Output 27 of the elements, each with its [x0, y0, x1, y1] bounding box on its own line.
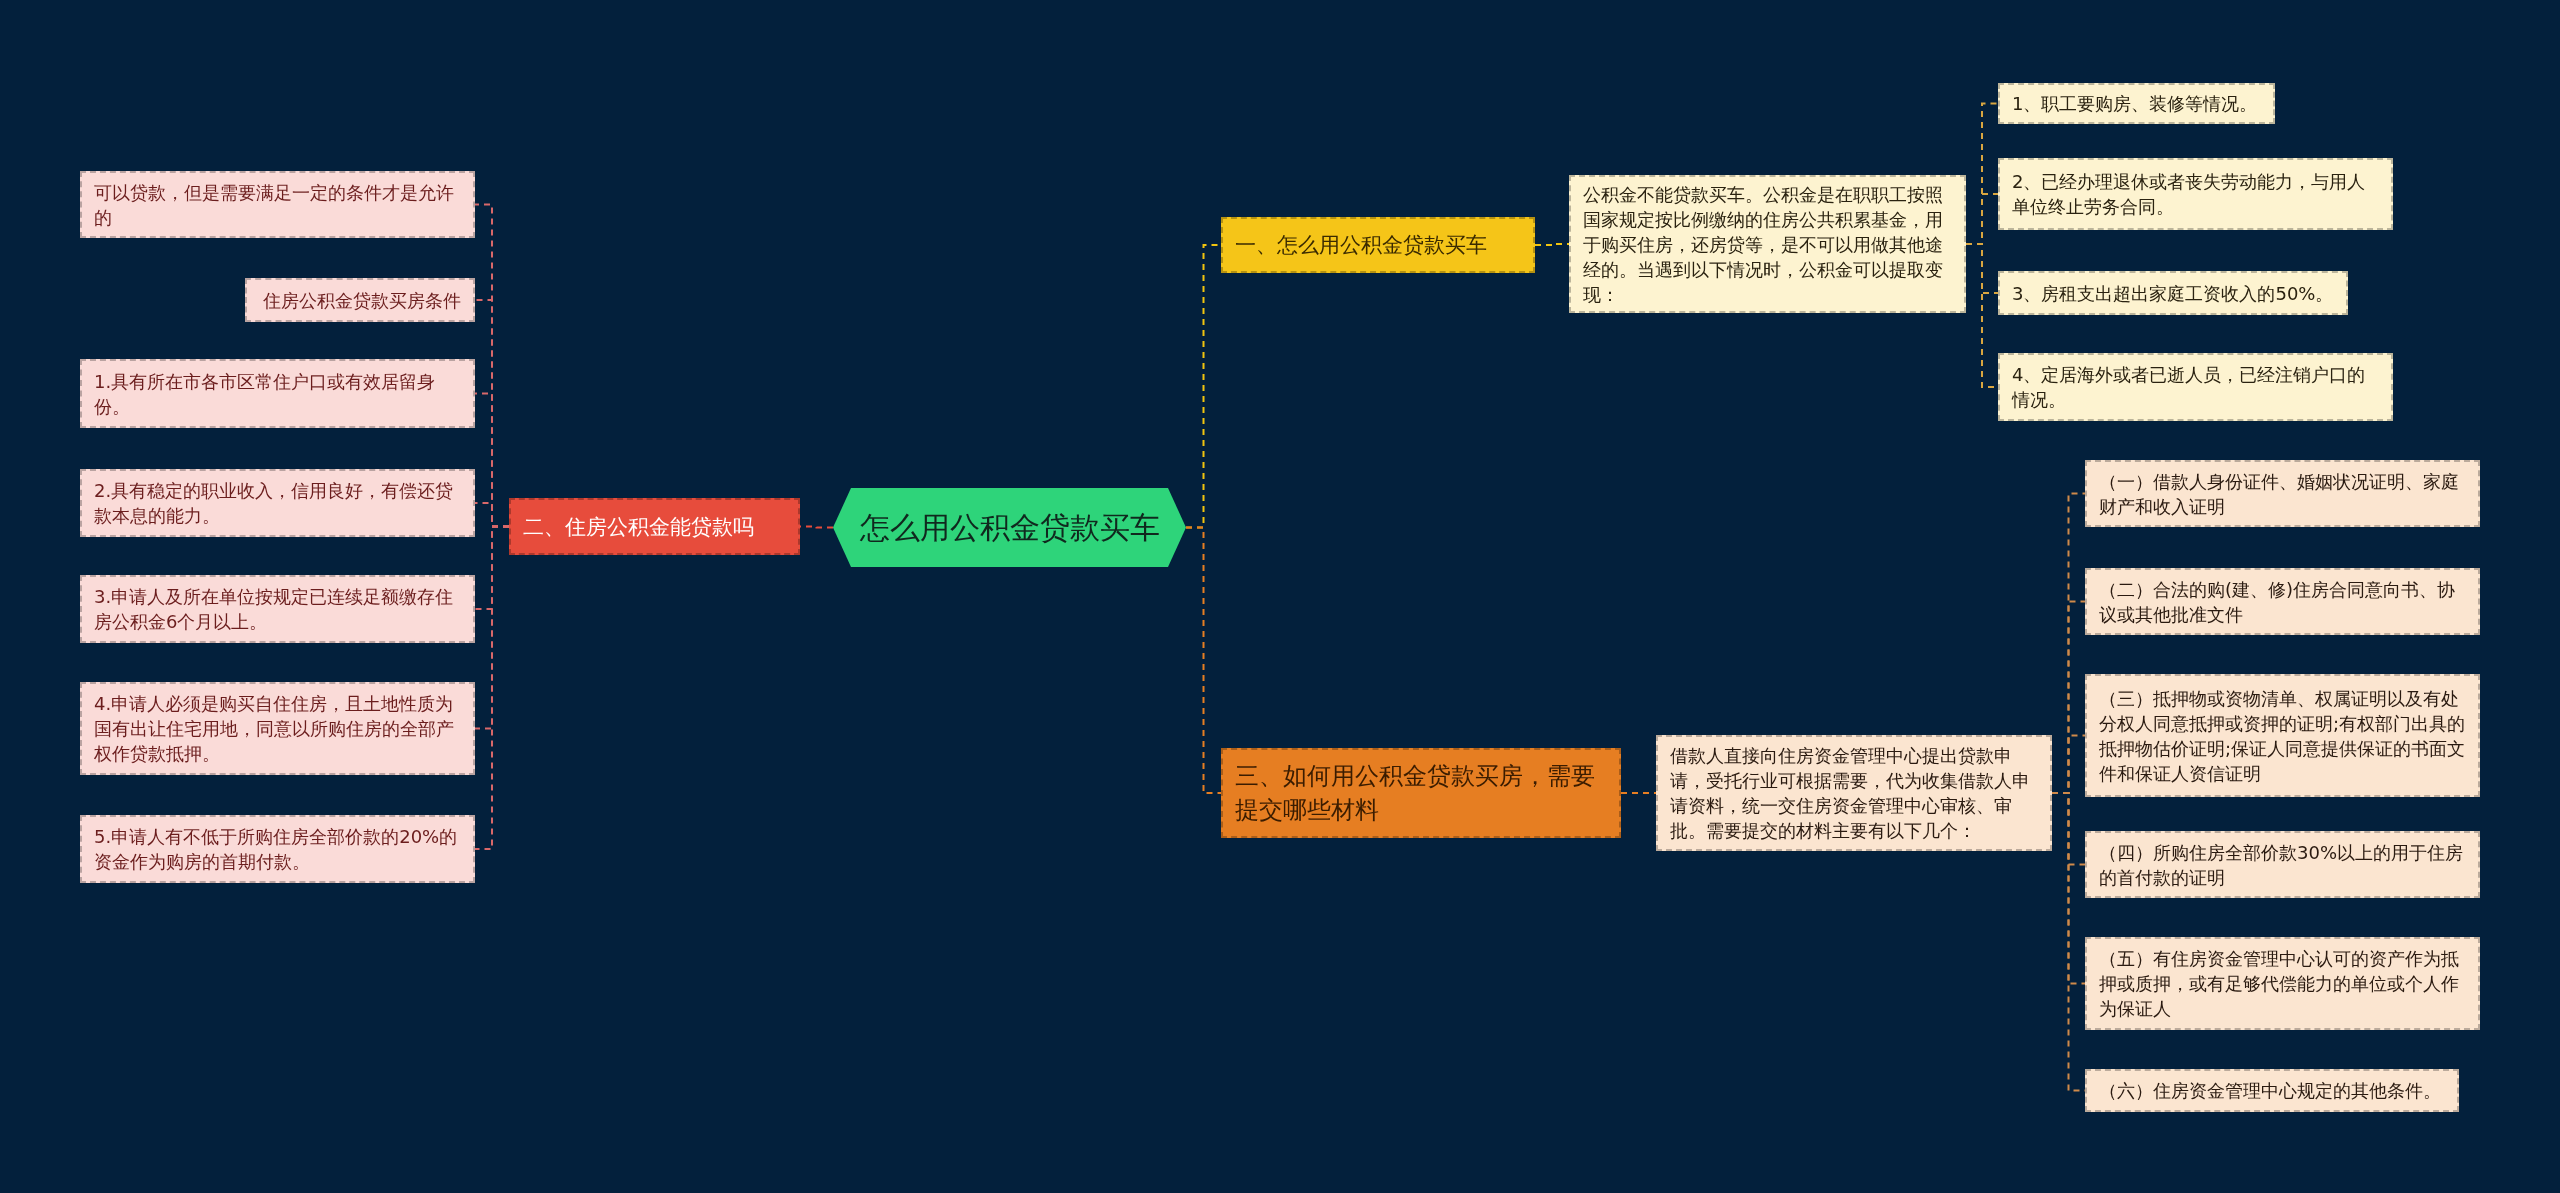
connector [474, 525, 510, 850]
text-box: 2.具有稳定的职业收入，信用良好，有偿还贷款本息的能力。 [80, 469, 475, 537]
text-box: 借款人直接向住房资金管理中心提出贷款申请，受托行业可根据需要，代为收集借款人申请资料，统一交住房资金管理中心审核、审批。需要提交的材料主要有以下几个： [1656, 735, 2052, 851]
topic-box: 三、如何用公积金贷款买房，需要提交哪些材料 [1221, 748, 1621, 838]
text-box: （四）所购住房全部价款30%以上的用于住房的首付款的证明 [2085, 831, 2480, 898]
topic-box: 二、住房公积金能贷款吗 [509, 498, 800, 555]
connector [1534, 243, 1570, 246]
text-box: 5.申请人有不低于所购住房全部价款的20%的资金作为购房的首期付款。 [80, 815, 475, 883]
text-box: （三）抵押物或资物清单、权属证明以及有处分权人同意抵押或资押的证明;有权部门出具的抵押物估价证明;保证人同意提供保证的书面文件和保证人资信证明 [2085, 674, 2480, 797]
central-topic-hexagon: 怎么用公积金贷款买车 [833, 488, 1186, 567]
text-box: 3、房租支出超出家庭工资收入的50%。 [1998, 271, 2348, 315]
text-box: （二）合法的购(建、修)住房合同意向书、协议或其他批准文件 [2085, 568, 2480, 635]
text-box: 可以贷款，但是需要满足一定的条件才是允许的 [80, 171, 475, 238]
topic-box: 一、怎么用公积金贷款买车 [1221, 217, 1535, 273]
text-box: 公积金不能贷款买车。公积金是在职职工按照国家规定按比例缴纳的住房公共积累基金，用于购买住房，还房贷等，是不可以用做其他途经的。当遇到以下情况时，公积金可以提取变现： [1569, 175, 1966, 313]
text-box: 4.申请人必须是购买自住住房，且土地性质为国有出让住宅用地，同意以所购住房的全部产权作贷款抵押。 [80, 682, 475, 775]
text-box: （五）有住房资金管理中心认可的资产作为抵押或质押，或有足够代偿能力的单位或个人作为保证人 [2085, 937, 2480, 1030]
text-box: 2、已经办理退休或者丧失劳动能力，与用人单位终止劳务合同。 [1998, 158, 2393, 230]
connector [1185, 526, 1222, 794]
text-box: （六）住房资金管理中心规定的其他条件。 [2085, 1069, 2459, 1112]
text-box: 住房公积金贷款买房条件 [245, 278, 475, 322]
text-box: （一）借款人身份证件、婚姻状况证明、家庭财产和收入证明 [2085, 460, 2480, 527]
text-box: 4、定居海外或者已逝人员，已经注销户口的情况。 [1998, 353, 2393, 421]
text-box: 3.申请人及所在单位按规定已连续足额缴存住房公积金6个月以上。 [80, 575, 475, 643]
text-box: 1.具有所在市各市区常住户口或有效居留身份。 [80, 359, 475, 428]
text-box: 1、职工要购房、装修等情况。 [1998, 83, 2275, 124]
connector [1620, 792, 1657, 794]
